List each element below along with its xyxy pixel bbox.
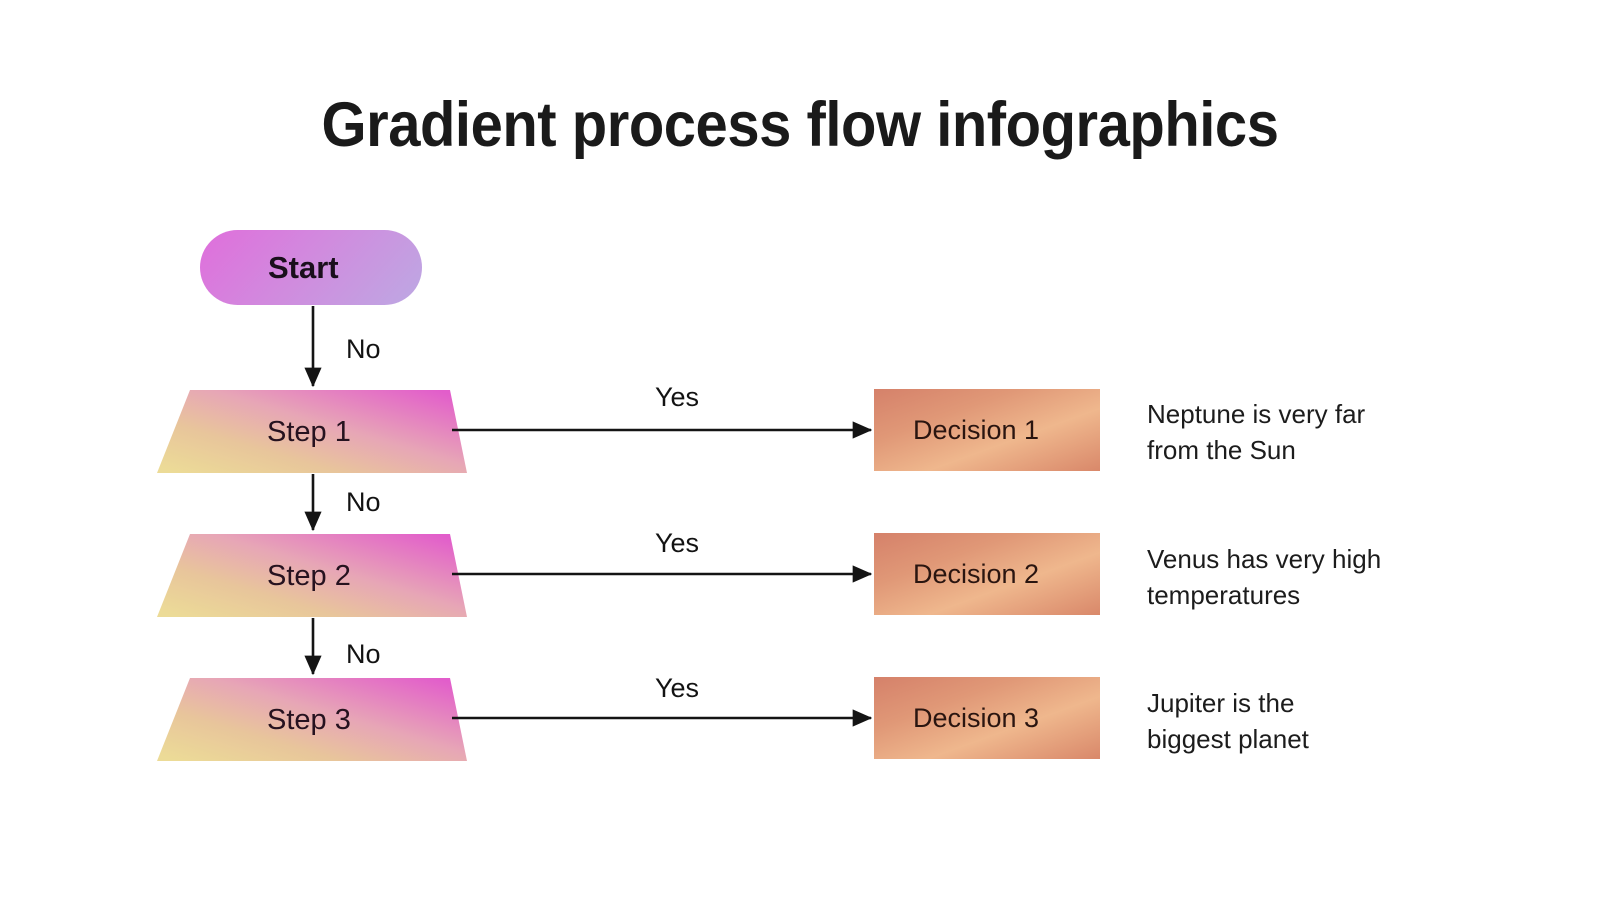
node-decision-2[interactable] [874, 533, 1100, 615]
node-start[interactable] [200, 230, 422, 305]
node-decision-1[interactable] [874, 389, 1100, 471]
decision-3-description: Jupiter is the biggest planet [1147, 688, 1309, 754]
page-title: Gradient process flow infographics [321, 90, 1279, 160]
node-step-3[interactable] [157, 678, 467, 761]
node-step-1[interactable] [157, 390, 467, 473]
node-step-2[interactable] [157, 534, 467, 617]
decision-2-description: Venus has very high temperatures [1147, 544, 1382, 610]
node-decision-3[interactable] [874, 677, 1100, 759]
decision-1-description: Neptune is very far from the Sun [1147, 399, 1366, 465]
